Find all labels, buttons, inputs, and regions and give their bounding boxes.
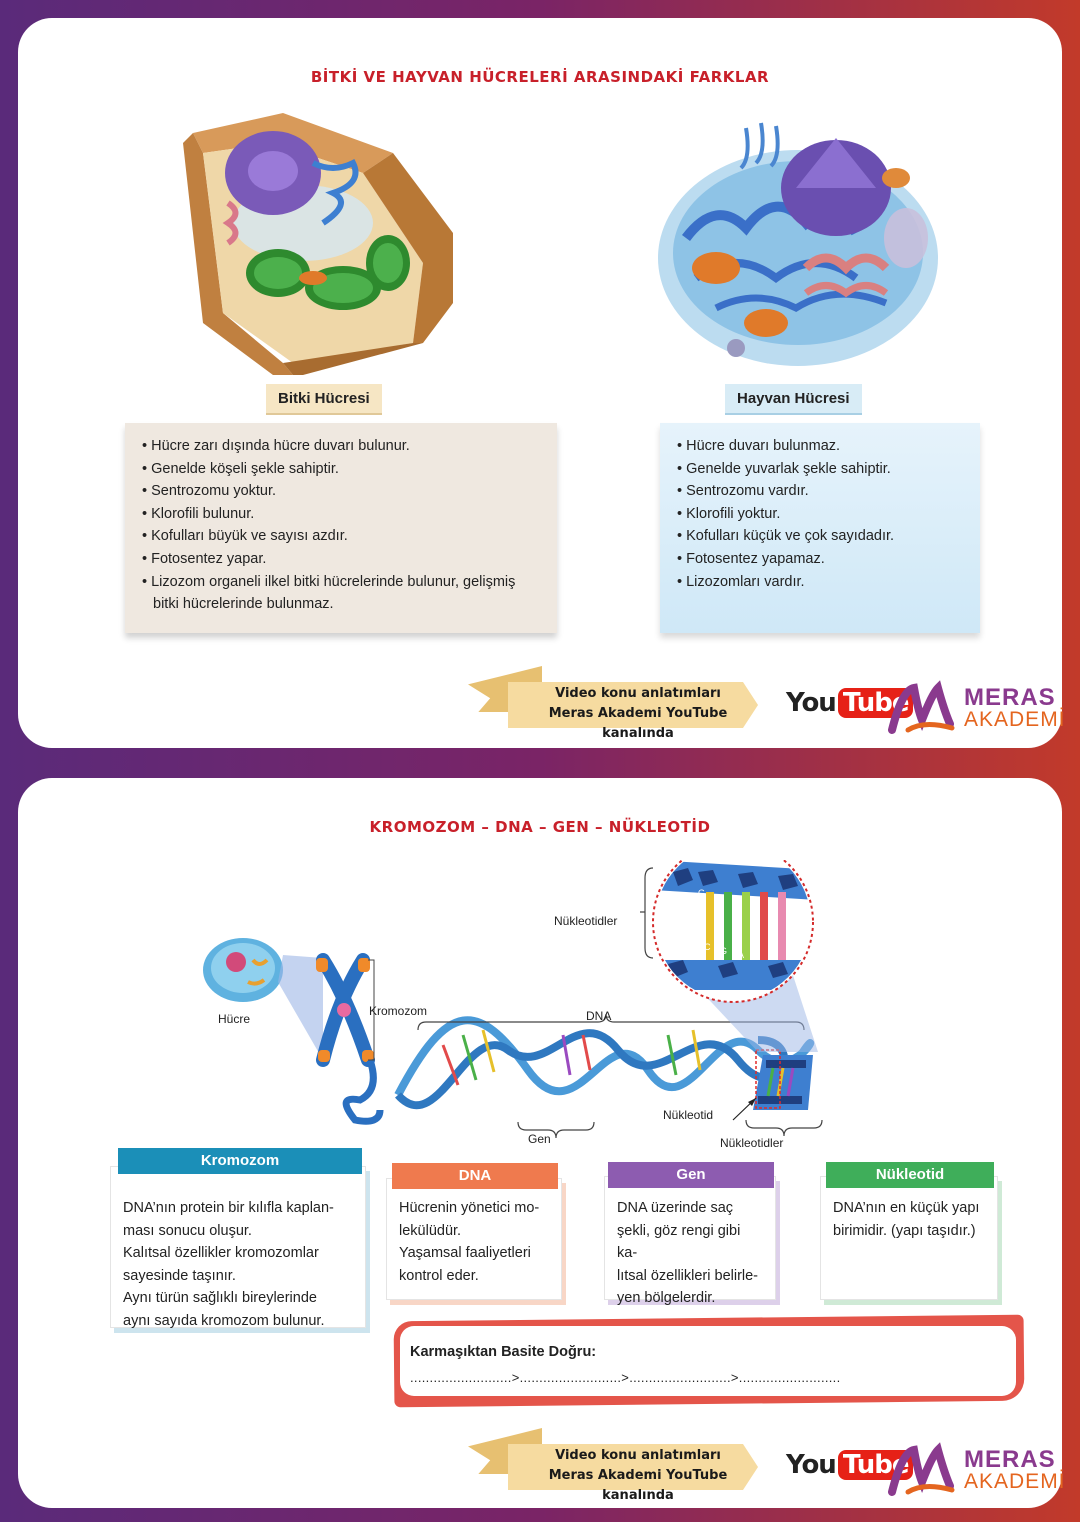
list-item: Klorofili yoktur. xyxy=(676,503,966,526)
section1-title: BİTKİ VE HAYVAN HÜCRELERİ ARASINDAKİ FAR… xyxy=(310,68,770,86)
box-line: şekli, göz rengi gibi ka- xyxy=(617,1222,741,1262)
dna-box: Hücrenin yönetici mo- lekülüdür. Yaşamsa… xyxy=(386,1178,562,1300)
brand-top: MERAS xyxy=(964,1446,1056,1473)
nukleotid-box-title: Nükleotid xyxy=(826,1162,994,1188)
box-line: sayesinde taşınır. xyxy=(123,1267,236,1284)
box-line: Yaşamsal faaliyetleri xyxy=(399,1245,531,1262)
section2-title: KROMOZOM – DNA – GEN – NÜKLEOTİD xyxy=(369,818,711,836)
gen-box: DNA üzerinde saç şekli, göz rengi gibi k… xyxy=(604,1176,776,1306)
list-item: Klorofili bulunur. xyxy=(141,503,543,526)
list-item: Sentrozomu vardır. xyxy=(676,480,966,503)
base-letter: C xyxy=(734,894,741,904)
box-line: DNA’nın en küçük yapı xyxy=(833,1200,980,1216)
list-item: Kofulları büyük ve sayısı azdır. xyxy=(141,525,543,548)
box-line: DNA’nın protein bir kılıfla kaplan- xyxy=(123,1200,334,1216)
promo-line-1: Video konu anlatımları xyxy=(555,1448,721,1463)
base-letter: G xyxy=(716,894,724,904)
youtube-you: You xyxy=(786,1450,837,1480)
label-nukleotidler-top: Nükleotidler xyxy=(554,914,618,928)
label-hucre: Hücre xyxy=(218,1012,251,1026)
list-item: Genelde köşeli şekle sahiptir. xyxy=(141,458,543,481)
order-answer-line[interactable]: ..........................>.............… xyxy=(410,1370,841,1385)
label-gen: Gen xyxy=(528,1132,551,1146)
box-line: lekülüdür. xyxy=(399,1222,462,1239)
promo-text: Video konu anlatımları Meras Akademi You… xyxy=(518,1446,758,1506)
plant-cell-label: Bitki Hücresi xyxy=(266,384,382,415)
animal-cell-notes: Hücre duvarı bulunmaz. Genelde yuvarlak … xyxy=(660,423,980,633)
list-item: Lizozom organeli ilkel bitki hücrelerind… xyxy=(141,571,543,616)
base-letter: C xyxy=(684,932,691,942)
youtube-logo[interactable]: You Tube xyxy=(786,688,914,718)
order-banner: Karmaşıktan Basite Doğru: ..............… xyxy=(400,1326,1016,1396)
label-dna: DNA xyxy=(586,1009,612,1023)
list-item: Kofulları küçük ve çok sayıdadır. xyxy=(676,525,966,548)
promo-line-2: Meras Akademi YouTube kanalında xyxy=(548,1468,728,1503)
promo-line-1: Video konu anlatımları xyxy=(555,686,721,701)
animal-cell-label: Hayvan Hücresi xyxy=(725,384,862,415)
box-line: aynı sayıda kromozom bulunur. xyxy=(123,1312,325,1329)
label-nukleotidler-bottom: Nükleotidler xyxy=(720,1136,784,1150)
box-line: kontrol eder. xyxy=(399,1267,479,1284)
list-item: Hücre duvarı bulunmaz. xyxy=(676,435,966,458)
chromosome-card: KROMOZOM – DNA – GEN – NÜKLEOTİD xyxy=(18,778,1065,1508)
list-item: Genelde yuvarlak şekle sahiptir. xyxy=(676,458,966,481)
meras-m-icon xyxy=(888,1442,955,1496)
base-letter: G xyxy=(720,946,728,956)
box-line: Kalıtsal özellikler kromozomlar xyxy=(123,1245,319,1262)
meras-m-icon xyxy=(888,680,955,734)
brand-bottom: AKADEMİ xyxy=(964,708,1066,731)
plant-animal-card: BİTKİ VE HAYVAN HÜCRELERİ ARASINDAKİ FAR… xyxy=(18,18,1065,748)
nukleotid-box: DNA’nın en küçük yapı birimidir. (yapı t… xyxy=(820,1176,998,1300)
list-item: Fotosentez yapamaz. xyxy=(676,548,966,571)
kromozom-box: DNA’nın protein bir kılıfla kaplan- ması… xyxy=(110,1166,366,1329)
youtube-you: You xyxy=(786,688,837,718)
promo-line-2: Meras Akademi YouTube kanalında xyxy=(548,706,728,741)
ribbon xyxy=(508,682,758,728)
base-letter: T xyxy=(770,896,776,906)
box-line: birimidir. (yapı taşıdır.) xyxy=(833,1222,976,1239)
dna-box-title: DNA xyxy=(392,1163,558,1189)
base-letter: G xyxy=(698,888,706,898)
youtube-tube: Tube xyxy=(837,688,914,718)
plant-cell-illustration xyxy=(183,113,453,375)
box-line: lıtsal özellikleri belirle- xyxy=(617,1267,759,1284)
chromosome-dna-diagram xyxy=(203,860,823,1139)
box-line: yen bölgelerdir. xyxy=(617,1290,716,1307)
footer-promo: Video konu anlatımları Meras Akademi You… xyxy=(468,1428,1065,1503)
brand-top: MERAS xyxy=(964,684,1056,711)
ribbon xyxy=(508,1444,758,1490)
list-item: Lizozomları vardır. xyxy=(676,571,966,594)
box-line: Hücrenin yönetici mo- xyxy=(399,1200,540,1216)
kromozom-box-title: Kromozom xyxy=(118,1148,362,1174)
list-item: Sentrozomu yoktur. xyxy=(141,480,543,503)
base-letter: A xyxy=(770,950,777,960)
box-line: DNA üzerinde saç xyxy=(617,1200,734,1216)
box-line: Aynı türün sağlıklı bireylerinde xyxy=(123,1290,317,1307)
animal-cell-illustration xyxy=(658,122,938,366)
box-line: ması sonucu oluşur. xyxy=(123,1222,252,1239)
list-item: Hücre zarı dışında hücre duvarı bulunur. xyxy=(141,435,543,458)
base-letter: A xyxy=(738,950,745,960)
meras-logo[interactable]: MERAS AKADEMİ xyxy=(888,676,1065,736)
list-item: Fotosentez yapar. xyxy=(141,548,543,571)
gen-box-title: Gen xyxy=(608,1162,774,1188)
meras-logo[interactable]: MERAS AKADEMİ xyxy=(888,1438,1065,1498)
label-kromozom: Kromozom xyxy=(369,1004,428,1018)
plant-cell-notes: Hücre zarı dışında hücre duvarı bulunur.… xyxy=(125,423,557,633)
order-label: Karmaşıktan Basite Doğru: xyxy=(410,1344,597,1360)
promo-text: Video konu anlatımları Meras Akademi You… xyxy=(518,684,758,744)
brand-bottom: AKADEMİ xyxy=(964,1470,1066,1493)
base-letter: C xyxy=(704,942,711,952)
footer-promo: Video konu anlatımları Meras Akademi You… xyxy=(468,666,1065,741)
label-nukleotid: Nükleotid xyxy=(663,1108,714,1122)
